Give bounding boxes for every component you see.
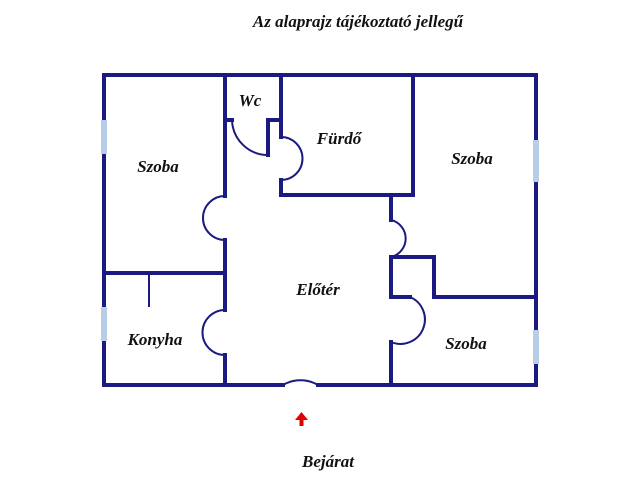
room-label-szoba-right-top: Szoba <box>451 149 493 168</box>
door-szoba-right-top <box>390 219 407 258</box>
room-label-eloter: Előtér <box>295 280 340 299</box>
window-szoba-right-bottom <box>533 330 539 364</box>
room-label-wc: Wc <box>239 91 262 110</box>
door-szoba-left <box>202 195 226 241</box>
door-wc <box>231 119 269 156</box>
window-konyha <box>101 307 107 341</box>
entrance-label: Bejárat <box>301 452 355 471</box>
room-label-szoba-right-bottom: Szoba <box>445 334 487 353</box>
windows <box>101 120 539 364</box>
arrow-up-icon <box>295 412 308 426</box>
room-label-konyha: Konyha <box>127 330 183 349</box>
door-entrance <box>282 379 319 386</box>
window-szoba-left <box>101 120 107 154</box>
door-furdo <box>280 136 304 181</box>
door-konyha <box>201 309 226 356</box>
room-label-furdo: Fürdő <box>316 129 363 148</box>
door-szoba-right-bottom <box>390 296 426 345</box>
doors <box>201 119 426 386</box>
room-label-szoba-left: Szoba <box>137 157 179 176</box>
plan-title: Az alaprajz tájékoztató jellegű <box>252 12 464 31</box>
window-szoba-right-top <box>533 140 539 182</box>
